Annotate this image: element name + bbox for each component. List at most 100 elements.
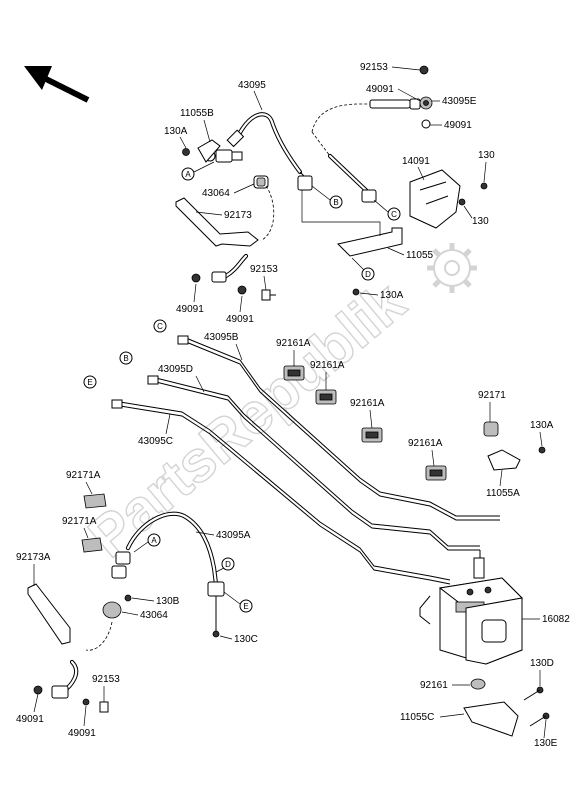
svg-text:92161A: 92161A [408,438,443,449]
leader-dash-grommet [261,185,275,241]
label-11055B: 11055B [180,108,214,143]
svg-text:49091: 49091 [176,304,204,315]
label-92161A-a: 92161A [276,338,311,366]
bracket-92173 [175,197,259,247]
svg-text:92153: 92153 [360,62,388,73]
svg-text:92171A: 92171A [62,516,97,527]
svg-text:11055A: 11055A [486,488,520,499]
bolt-130A-top [182,148,190,156]
svg-text:49091: 49091 [226,314,254,325]
dashed-hose-top [311,103,392,133]
bracket-11055A [487,446,546,471]
label-92153-mid: 92153 [250,264,278,291]
label-43095E: 43095E [432,96,477,107]
svg-text:130: 130 [478,150,495,161]
svg-text:49091: 49091 [68,728,96,739]
label-14091: 14091 [402,156,430,181]
ref-e-mid: E [83,375,97,389]
svg-text:B: B [333,198,338,207]
ref-e-low: E [223,591,253,613]
ref-d-low: D [215,557,235,573]
label-92171A-b: 92171A [62,516,97,539]
label-43095C: 43095C [138,413,173,447]
svg-text:130A: 130A [380,290,404,301]
clamp-92171 [483,421,499,437]
label-130B: 130B [131,596,180,607]
svg-text:E: E [243,602,248,611]
ref-b-top: B [311,185,343,209]
ref-a-low: A [133,533,161,553]
label-130A-top: 130A [164,126,188,149]
svg-text:49091: 49091 [16,714,44,725]
label-130-b: 130 [463,205,489,227]
svg-text:E: E [87,378,92,387]
svg-text:B: B [123,354,128,363]
svg-text:130B: 130B [156,596,180,607]
svg-text:130D: 130D [530,658,554,669]
clip-92171A-a [83,493,107,509]
svg-text:43095: 43095 [238,80,266,91]
leader-dash-low [85,621,113,651]
svg-text:43095E: 43095E [442,96,477,107]
bracket-92173A [27,583,71,645]
svg-text:92153: 92153 [92,674,120,685]
ref-c-top: C [373,199,401,221]
svg-text:92171A: 92171A [66,470,101,481]
svg-text:92161A: 92161A [310,360,345,371]
svg-text:11055B: 11055B [180,108,214,119]
ref-b-mid: B [119,351,133,365]
label-11055: 11055 [387,247,434,261]
label-130A-mid: 130A [359,290,404,301]
label-49091-mid-b: 49091 [226,295,254,325]
label-130C: 130C [219,634,258,645]
label-92173: 92173 [195,210,252,221]
label-49091-mid-a: 49091 [176,283,204,315]
svg-text:130A: 130A [164,126,188,137]
label-49091-top-a: 49091 [366,84,421,102]
ref-c-mid: C [153,319,167,333]
svg-text:C: C [391,210,397,219]
label-92161A-d: 92161A [408,438,443,467]
svg-text:92161A: 92161A [276,338,311,349]
svg-text:43064: 43064 [140,610,168,621]
clamp-92161A-d [425,465,447,481]
label-130A-right: 130A [530,420,554,447]
label-43095D: 43095D [158,364,205,393]
svg-text:C: C [157,322,163,331]
lower-hose-top [191,253,276,301]
bracket-11055 [337,227,403,296]
dashed-hose-top-b [311,131,331,157]
svg-text:D: D [365,270,371,279]
label-43095B: 43095B [204,332,243,361]
label-49091-top-b: 49091 [430,120,472,131]
bracket-11055B [197,139,221,163]
svg-text:11055: 11055 [406,250,434,261]
label-92153-top: 92153 [360,62,421,73]
svg-text:92173: 92173 [224,210,252,221]
svg-text:49091: 49091 [366,84,394,95]
svg-text:43095A: 43095A [216,530,251,541]
svg-text:130C: 130C [234,634,258,645]
grommet-43064-top [253,175,269,189]
ref-a-top: A [181,161,215,181]
svg-text:A: A [185,170,191,179]
svg-text:43095D: 43095D [158,364,193,375]
bracket-11055C [463,686,550,737]
hose-mid-top [327,153,377,203]
leader-box-top [301,190,381,236]
ref-d-top: D [351,257,375,281]
cover-14091 [409,169,488,229]
svg-text:92161A: 92161A [350,398,385,409]
hose-fitting-43095E [369,65,433,129]
svg-text:14091: 14091 [402,156,430,167]
svg-text:92161: 92161 [420,680,448,691]
svg-text:92173A: 92173A [16,552,51,563]
label-43095A: 43095A [195,530,251,541]
hose-43095A [125,511,225,638]
label-43064-low: 43064 [121,610,168,621]
svg-text:16082: 16082 [542,614,570,625]
banjo-fitting-low [111,551,132,602]
grommet-43064-low [102,601,122,619]
label-49091-low-a: 49091 [16,693,44,725]
